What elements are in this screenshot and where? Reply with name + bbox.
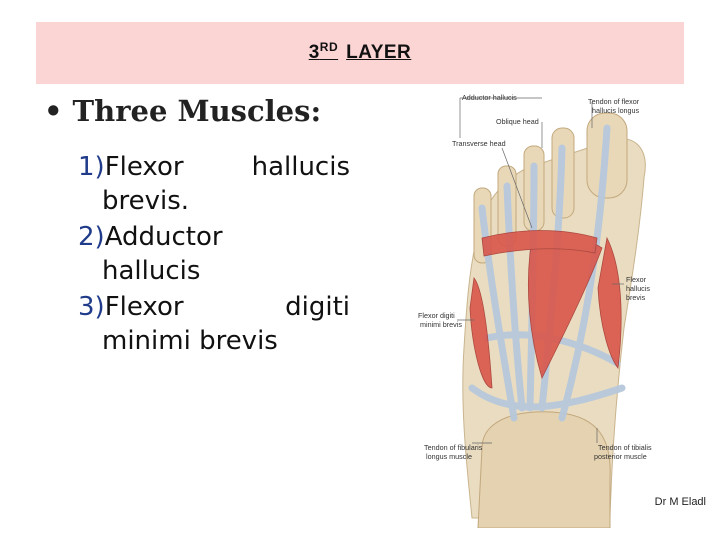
list-item-text: Flexor bbox=[104, 152, 184, 182]
leader-lines bbox=[457, 97, 624, 444]
adductor-hallucis-transverse bbox=[481, 230, 598, 257]
label-fdmb: minimi brevis bbox=[420, 320, 462, 329]
label-fibularis: Tendon of fibularis bbox=[424, 443, 483, 452]
list-item: 2)Adductor hallucis bbox=[78, 220, 368, 288]
list-item-continuation: brevis. bbox=[102, 186, 190, 216]
title-number: 3 bbox=[308, 42, 320, 63]
list-item-text: hallucis bbox=[251, 152, 350, 182]
foot-anatomy-illustration: Adductor hallucis Oblique head Transvers… bbox=[418, 93, 652, 528]
list-number: 2) bbox=[78, 222, 105, 252]
list-number: 3) bbox=[78, 292, 105, 322]
list-item-line: 3)Flexor digiti bbox=[78, 290, 350, 324]
slide-title: 3RD LAYER bbox=[36, 40, 684, 64]
flexor-digiti-minimi-brevis bbox=[469, 277, 493, 389]
toes bbox=[473, 112, 628, 264]
title-word: LAYER bbox=[346, 42, 412, 63]
list-item: 3)Flexor digiti minimi brevis bbox=[78, 290, 368, 358]
slide-heading: • Three Muscles: bbox=[44, 94, 321, 128]
muscle-list: 1)Flexor hallucis brevis. 2)Adductor hal… bbox=[78, 150, 368, 360]
list-item-line: 1)Flexor hallucis bbox=[78, 150, 350, 184]
list-item-continuation: hallucis bbox=[102, 256, 201, 286]
label-tibialis: posterior muscle bbox=[594, 452, 647, 461]
list-item-continuation: minimi brevis bbox=[102, 326, 278, 356]
author-credit: Dr M Eladl bbox=[654, 496, 706, 508]
label-adductor-hallucis: Adductor hallucis bbox=[462, 93, 517, 102]
label-fhb: hallucis bbox=[626, 284, 650, 293]
label-tibialis: Tendon of tibialis bbox=[598, 443, 652, 452]
title-superscript: RD bbox=[319, 40, 339, 54]
list-item: 1)Flexor hallucis brevis. bbox=[78, 150, 368, 218]
title-banner: 3RD LAYER bbox=[36, 22, 684, 84]
muscles bbox=[469, 230, 622, 389]
label-tendon-fhl: Tendon of flexor bbox=[588, 97, 640, 106]
list-item-text: Flexor bbox=[104, 292, 184, 322]
title-text: 3RD LAYER bbox=[308, 40, 412, 63]
label-oblique-head: Oblique head bbox=[496, 117, 539, 126]
list-item-text: digiti bbox=[285, 292, 350, 322]
label-transverse-head: Transverse head bbox=[452, 139, 506, 148]
list-item-text: Adductor bbox=[104, 222, 223, 252]
label-fhb: brevis bbox=[626, 293, 646, 302]
list-number: 1) bbox=[78, 152, 105, 182]
label-fdmb: Flexor digiti bbox=[418, 311, 455, 320]
bullet-icon: • bbox=[44, 94, 63, 128]
heading-text: Three Muscles: bbox=[72, 94, 322, 128]
flexor-hallucis-brevis bbox=[597, 236, 622, 369]
label-fhb: Flexor bbox=[626, 275, 647, 284]
heel-bone bbox=[477, 411, 611, 528]
label-fibularis: longus muscle bbox=[426, 452, 472, 461]
label-tendon-fhl: hallucis longus bbox=[592, 106, 640, 115]
